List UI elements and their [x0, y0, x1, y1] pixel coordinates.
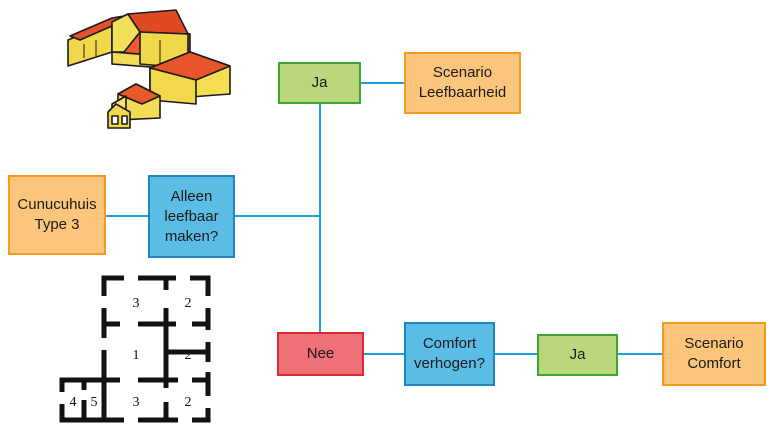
room-label: 2: [185, 348, 192, 363]
floor-plan: 3 2 1 2 3 2 4 5: [58, 274, 213, 425]
node-question-livable: Alleen leefbaar maken?: [148, 175, 235, 258]
room-label: 2: [185, 296, 192, 311]
node-yes-livable: Ja: [278, 62, 361, 104]
room-label: 3: [133, 296, 140, 311]
room-label: 2: [185, 395, 192, 410]
node-question-comfort: Comfort verhogen?: [404, 322, 495, 386]
node-scenario-livability: Scenario Leefbaarheid: [404, 52, 521, 114]
house-illustration: [67, 9, 231, 129]
connectors: [106, 82, 662, 355]
room-label: 3: [133, 395, 140, 410]
node-scenario-comfort: Scenario Comfort: [662, 322, 766, 386]
room-label: 5: [91, 395, 98, 410]
node-no-livable: Nee: [277, 332, 364, 376]
node-start-house-type: Cunucuhuis Type 3: [8, 175, 106, 255]
room-label: 4: [70, 395, 77, 410]
node-yes-comfort: Ja: [537, 334, 618, 376]
room-label: 1: [133, 348, 140, 363]
